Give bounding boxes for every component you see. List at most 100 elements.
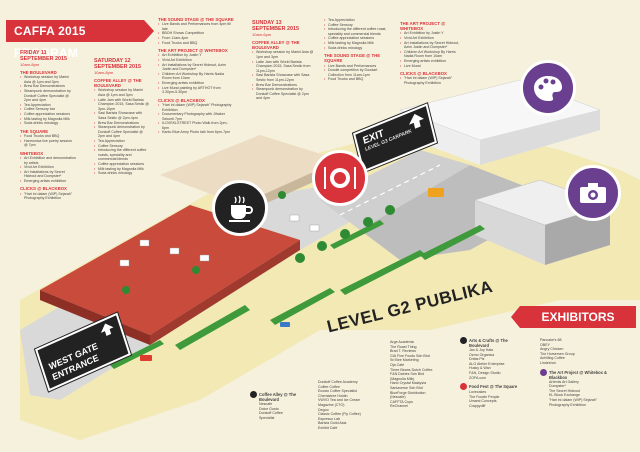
program-item: Sasi Barista Showcase with Sasa Sestic @… xyxy=(94,111,150,120)
section-list: Food Trucks and BBQHarmonica live poetry… xyxy=(20,134,76,148)
food-fest-dot xyxy=(460,383,467,391)
program-item: ILOVEKLSTREET Photo Walk from 2pm-6pm xyxy=(158,121,234,130)
exhibitor-name: Magazine (CTO) xyxy=(318,402,345,407)
exhibitor-name: CAFFTA Cups xyxy=(390,399,413,404)
section-list: Art Exhibition and demonstration by arti… xyxy=(20,156,76,184)
section-list: Art Exhibition by Justin YVivid Art Exhi… xyxy=(158,53,234,94)
program-item: Introducing the different coffee roasts,… xyxy=(94,148,150,162)
exhibitor-name: Husky & Wan xyxy=(469,366,491,371)
section-list: "Hari ini dalam (WIP) Sejarah" Photograp… xyxy=(20,192,76,201)
exhibitor-name: Three Beans Dutch Coffee xyxy=(390,367,433,372)
program-item: Live Bands and Performances from 4pm til… xyxy=(158,22,234,31)
exhibitor-name: Brad T. Reviews xyxy=(390,349,416,354)
exhibitor-name: Umami Concepts xyxy=(469,399,497,404)
exhibitor-name: Pancake's 88 xyxy=(540,338,562,342)
stage-sections: THE SOUND STAGE @ THE SQUARELive Bands a… xyxy=(158,17,234,135)
program-item: Tea Appreciation xyxy=(94,139,150,144)
exhibitor-name: Dolce Gusto xyxy=(259,406,279,411)
exhibitor-name: F&N, Design Studio xyxy=(469,370,501,375)
program-item: Coffee appreciation sessions xyxy=(20,112,76,117)
program-item: Children Art Workshop By Harris Nadia Ro… xyxy=(400,50,462,59)
program-item: Coffee Sensory xyxy=(94,144,150,149)
dining-plate-icon xyxy=(312,150,368,206)
program-item: Harmonica live poetry session @ 7pm xyxy=(20,139,76,148)
saturday-column: SATURDAY 12 SEPTEMBER 2015 10am-8pm COFF… xyxy=(94,58,150,176)
program-item: Brew Bar Demonstrations xyxy=(94,121,150,126)
exhibitor-name: Sri Bee Marketing xyxy=(390,358,419,363)
section-list: Live Bands and PerformancesDoodle compet… xyxy=(324,64,388,82)
saturday-time: 10am-8pm xyxy=(94,70,114,75)
exhibitor-name: The Foodie People xyxy=(469,394,500,399)
exhibitor-name: Photography Exhibition xyxy=(549,402,586,407)
arrow-up-icon xyxy=(100,323,114,337)
exhibitor-name: BlueForge Distribution xyxy=(390,390,426,395)
exhibitor-name: Exhibit Café xyxy=(318,425,338,430)
program-item: Art Installations by Secret Hideout, Azi… xyxy=(158,63,234,72)
section-heading: THE SOUND STAGE @ THE SQUARE xyxy=(158,17,234,22)
program-item: Live Mural xyxy=(400,64,462,69)
program-item: Coffee Sensory bar xyxy=(20,107,76,112)
exhibitor-name: ALO Atelier Enterprise xyxy=(469,361,505,366)
arts-crafts-heading: Arts & Crafts @ The Boulevard xyxy=(469,338,508,348)
exhibitor-name: The Horsemen Group xyxy=(540,351,575,356)
camera-icon xyxy=(565,165,621,221)
sunday-time: 10am-6pm xyxy=(252,32,272,37)
sunday-column: SUNDAY 13 SEPTEMBER 2015 10am-6pm COFFEE… xyxy=(252,20,314,101)
program-item: "Hari ini dalam (WIP) Sejarah" Photograp… xyxy=(158,103,234,112)
west-gate-sign: WEST GATE ENTRANCE xyxy=(35,312,131,392)
program-item: Kantu Blue Army Photo talk from 6pm-7pm xyxy=(158,130,234,135)
exhibitor-name: Donkoff Coffee xyxy=(259,411,283,416)
exhibitor-name: ReChannel xyxy=(390,404,408,409)
exhibitor-name: Barista Guild Asia xyxy=(318,421,347,426)
exhibitor-name: Degoo xyxy=(318,407,329,412)
exhibitor-name: Artemis Art Gallery xyxy=(549,379,579,384)
section-heading: THE ART PROJECT @ WHITEBOX xyxy=(158,48,228,54)
food-fest-heading: Food Fest @ The Square xyxy=(469,384,518,390)
program-item: Emerging artists exhibition xyxy=(158,81,234,86)
friday-time: 10am-8pm xyxy=(20,62,40,67)
program-item: Introducing the different coffee roast, … xyxy=(324,27,388,36)
program-item: Milk tasting by Magnolia Milk xyxy=(20,117,76,122)
program-item: Sasi Barista Showcase with Sasa Sestic f… xyxy=(252,73,314,82)
exhibitor-name: Oja Café xyxy=(390,362,405,367)
program-item: Workshop session by Marini Asia @ 1pm an… xyxy=(252,50,314,59)
section-heading: THE BOULEVARD xyxy=(20,70,57,75)
section-heading: COFFEE ALLEY @ THE BOULEVARD xyxy=(252,40,300,51)
section-heading: THE SQUARE xyxy=(20,128,49,134)
section-heading: THE SOUND STAGE @ THE SQUARE xyxy=(324,53,381,64)
program-item: Workshop session by Marini Asia @ 1pm an… xyxy=(20,75,76,84)
exhibitors-banner: EXHIBITORS xyxy=(511,306,636,328)
exhibitor-name: Ecosto Coffee Specialist xyxy=(318,389,357,394)
program-item: Tea Appreciation xyxy=(324,18,388,23)
exhibitor-name: Jan & Joy Hats xyxy=(469,348,494,352)
coffee-alley-heading: Coffee Alley @ The Boulevard xyxy=(259,392,297,402)
program-item: "Hari ini dalam (WIP) Sejarah" Photograp… xyxy=(20,192,76,201)
exit-sign: EXIT LEVEL G3 CARPARK xyxy=(353,103,437,173)
program-item: Emerging artists exhibition xyxy=(20,179,76,184)
program-item: Workshop session by Marini Asia @ 1pm an… xyxy=(94,88,150,97)
program-item: Soda drinks mixology xyxy=(20,121,76,126)
section-heading: CLICKS @ BLACKBOX xyxy=(20,186,67,192)
sunday-more-column: Tea AppreciationCoffee SensoryIntroducin… xyxy=(324,18,388,82)
program-item: Latte Jam with World Barista Champion 20… xyxy=(94,98,150,112)
coffee-alley-dot xyxy=(250,391,257,398)
exhibitor-name: VWVO Tea and Ice Cream xyxy=(318,398,361,403)
exhibitor-name: Lindeshot xyxy=(540,360,556,365)
section-heading: CLICKS @ BLACKBOX xyxy=(158,97,205,103)
arrow-up-icon xyxy=(409,113,424,129)
exhibitor-name: Chemistree Holdin xyxy=(318,393,348,398)
exhibitor-name: Achilling Coffee xyxy=(540,356,565,361)
exhibitor-name: Lovecakes xyxy=(469,390,487,395)
friday-sections: THE BOULEVARDWorkshop session by Marini … xyxy=(20,70,76,201)
program-item: Art Exhibition by Justin Y xyxy=(400,31,462,36)
program-item: Children Art Workshop By Harris Nadia Ro… xyxy=(158,72,234,81)
arts-crafts-dot xyxy=(460,337,467,344)
friday-column: FRIDAY 11 SEPTEMBER 2015 10am-8pm THE BO… xyxy=(20,50,76,201)
program-item: Soda drinks mixology xyxy=(94,171,150,176)
exhibitor-name: Classic Coffee (Fly Coffee) xyxy=(318,412,361,417)
